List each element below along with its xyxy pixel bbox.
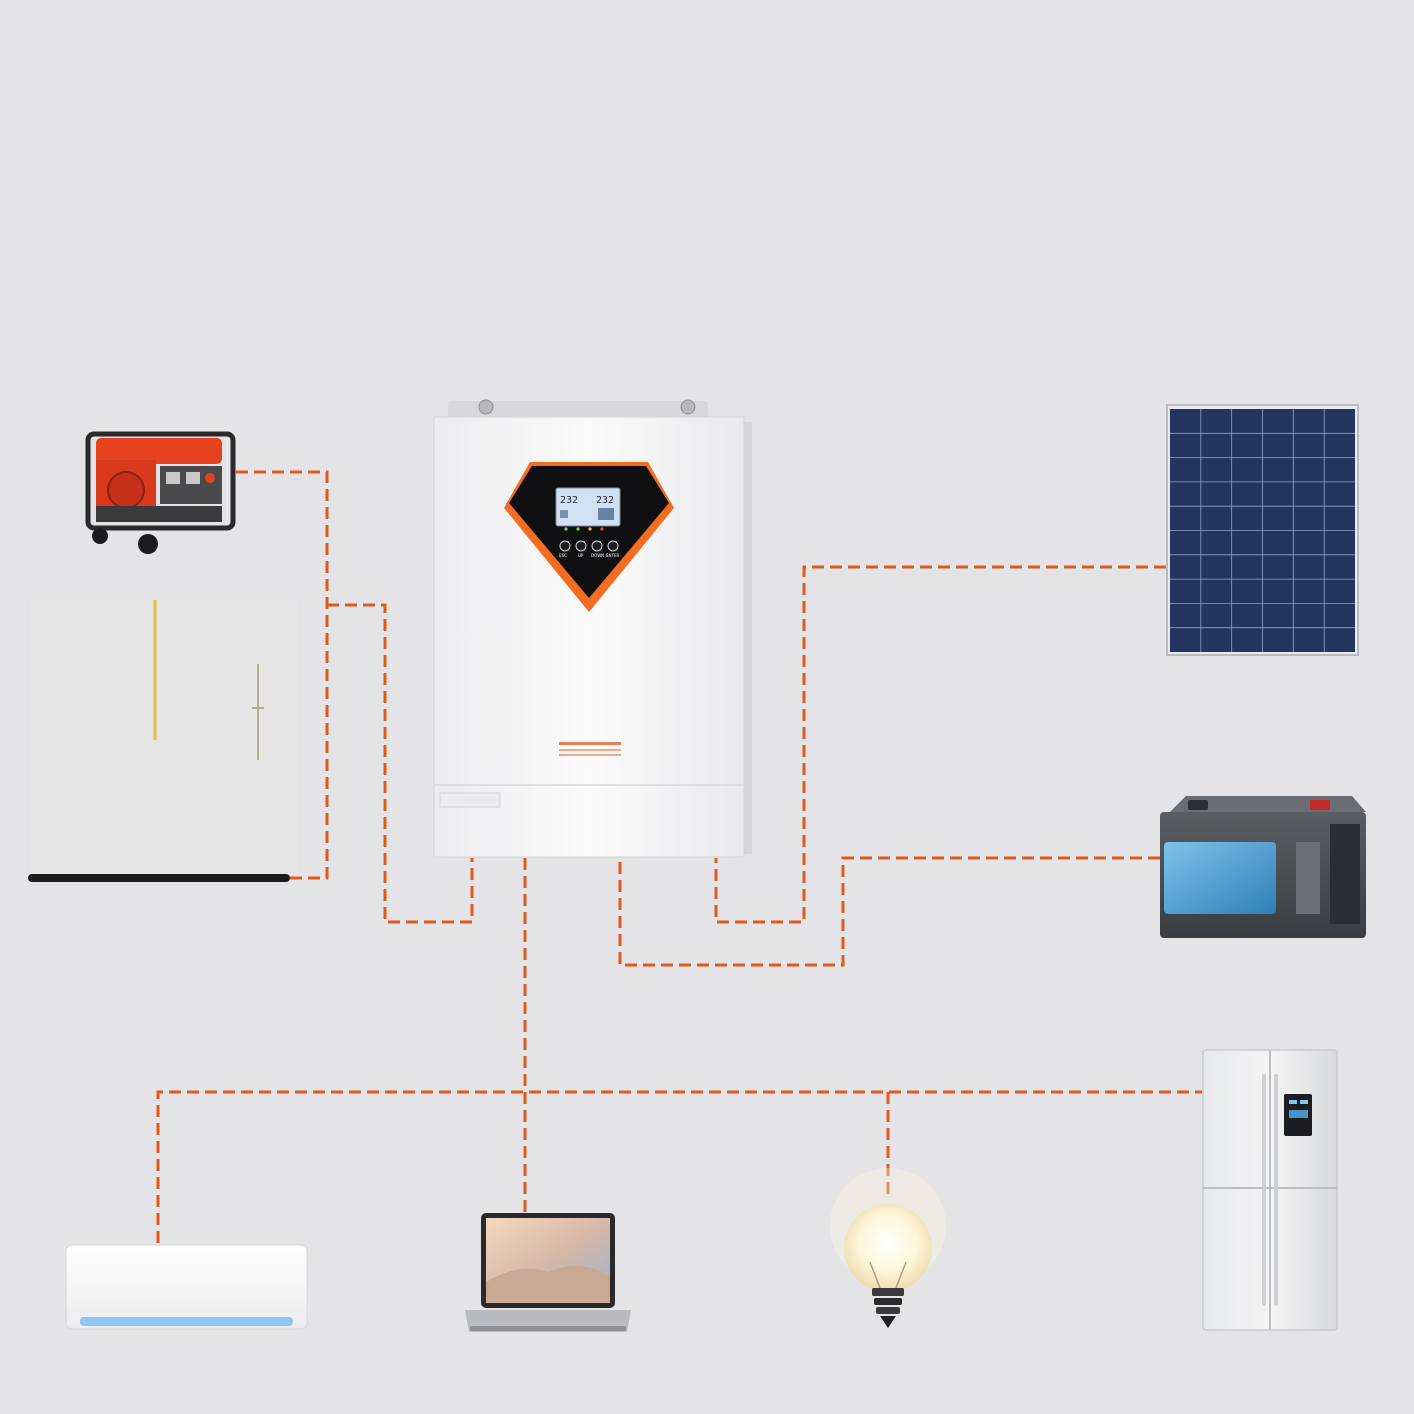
wire-battery [618,856,1160,967]
vent-slot [439,792,501,808]
solar-panel-icon [1166,404,1359,656]
front-panel [509,466,669,598]
air-conditioner-icon [65,1244,308,1330]
led-chg [588,527,592,531]
button-label-esc: ESC [559,553,567,558]
battery-window [1164,842,1276,914]
wire-solar [714,565,1166,924]
wire-load-bus [156,1090,1202,1243]
light-bulb-icon [830,1168,946,1328]
inverter-buttons: ESC UP DOWN ENTER [559,540,619,558]
button-label-enter: ENTER [606,553,619,558]
mounting-screw-left [478,399,494,415]
generator-icon [85,431,236,554]
button-up[interactable] [575,540,587,552]
battery-icon [1160,796,1366,938]
laptop-icon [465,1213,631,1332]
button-label-up: UP [578,553,584,558]
led-ac [564,527,568,531]
wiring [156,470,1202,1243]
product-label [559,742,621,756]
refrigerator-icon [1202,1049,1338,1331]
ac-vent-glow [80,1317,293,1326]
button-enter[interactable] [607,540,619,552]
button-esc[interactable] [559,540,571,552]
utility-pole-icon [28,600,298,882]
lcd-reading-right: 232 [596,495,614,506]
led-inv [576,527,580,531]
button-label-down: DOWN [591,553,604,558]
mounting-screw-right [680,399,696,415]
led-fault [600,527,604,531]
wire-ac-input [327,603,474,924]
hybrid-inverter: 232 232 ESC UP DOWN ENTER [433,399,752,858]
lcd-display [555,487,621,527]
button-down[interactable] [591,540,603,552]
wire-generator [236,470,329,880]
lcd-reading-left: 232 [560,495,578,506]
